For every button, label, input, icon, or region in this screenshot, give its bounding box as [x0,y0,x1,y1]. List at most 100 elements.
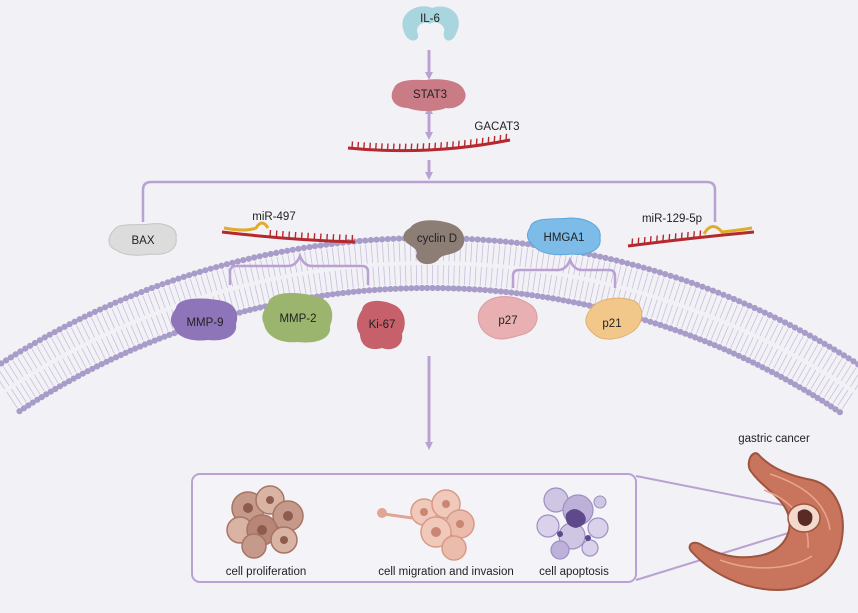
lipid-head [519,240,526,247]
lipid-tail [340,270,344,290]
lipid-head [740,354,747,362]
lipid-head [234,258,241,265]
lipid-head [384,236,391,243]
lipid-tail [814,375,826,393]
lipid-tail [500,268,504,288]
lipid-head [816,338,823,345]
lipid-tail [823,380,835,398]
lipid-head [821,340,828,347]
lipid-tail [110,333,120,352]
lipid-head [502,238,509,245]
lipid-head [761,309,768,316]
lipid-head [565,298,572,305]
lipid-tail [337,247,341,267]
lipid-head [647,318,654,325]
lipid-head [662,323,669,330]
lipid-head [736,298,743,305]
lipid-head [555,296,562,303]
lipid-tail [233,290,240,309]
lipid-head [175,275,182,282]
lipid-tail [297,276,302,296]
lipid-tail [145,319,154,338]
lipid-tail [140,321,149,339]
lipid-tail [486,244,489,264]
lipid-tail [81,348,91,366]
lipid-tail [535,249,540,269]
lipid-tail [553,275,558,295]
lipid-tail [668,281,676,300]
lipid-head [523,291,531,298]
rna-base [326,233,328,241]
lipid-head [534,292,541,300]
lipid-head [133,291,140,298]
lipid-head [29,399,36,406]
lipid-tail [233,266,239,286]
mmp2-protein: MMP-2 [262,293,333,343]
lipid-head [81,313,88,320]
lipid-tail [739,309,749,327]
rna-base [668,233,671,242]
lipid-tail [822,352,833,370]
lipid-tail [469,266,471,286]
lipid-tail [621,266,627,286]
lipid-head [819,397,826,404]
lipid-head [403,285,410,292]
lipid-head [688,279,696,286]
lipid-tail [265,282,270,302]
lipid-head [487,287,494,294]
lipid-head [171,330,178,337]
lipid-tail [115,331,125,350]
lipid-tail [828,383,840,401]
rna-base [275,230,278,238]
lipid-tail [387,243,390,263]
lipid-head [143,286,150,294]
lipid-tail [51,338,62,356]
lipid-tail [740,334,749,353]
lipid-head [720,291,727,298]
lipid-head [362,237,369,244]
lipid-head [656,269,664,276]
lipid-head [170,277,177,284]
rna-base [369,142,371,150]
lipid-tail [222,269,228,289]
lipid-tail [530,248,534,268]
lipid-tail [541,250,545,270]
lipid-head [356,237,363,245]
rna-base [386,143,389,151]
cyclin-d-label: cyclin D [417,233,457,245]
lipid-head [591,252,598,259]
lipid-tail [661,302,668,322]
il6-label: IL-6 [420,13,440,25]
lipid-tail [763,346,774,364]
lipid-head [687,332,694,339]
rna-base [357,141,360,149]
lipid-tail [291,277,296,297]
lipid-head [828,403,835,410]
rna-base [363,142,365,150]
lipid-head [469,236,476,243]
lipid-tail [686,311,694,331]
lipid-head [466,286,473,293]
lipid-tail [836,361,847,379]
lipid-head [696,336,704,343]
lipid-tail [372,267,375,287]
lipid-tail [36,346,47,364]
rna-base [440,142,442,150]
bracket-mir497 [228,252,370,285]
mir129-bases [631,230,702,246]
lipid-tail [513,246,517,266]
rna-base [269,229,272,238]
lipid-head [112,299,119,306]
bax-label: BAX [131,235,154,247]
lipid-tail [12,360,24,378]
lipid-head [329,291,336,298]
hmga1-label: HMGA1 [544,232,585,244]
lipid-tail [137,297,146,316]
lipid-tail [626,268,633,288]
lipid-head [246,306,253,313]
lipid-head [508,289,515,296]
lipid-head [137,343,144,350]
lipid-tail [101,313,110,331]
lipid-head [79,370,86,377]
lipid-tail [701,317,709,336]
